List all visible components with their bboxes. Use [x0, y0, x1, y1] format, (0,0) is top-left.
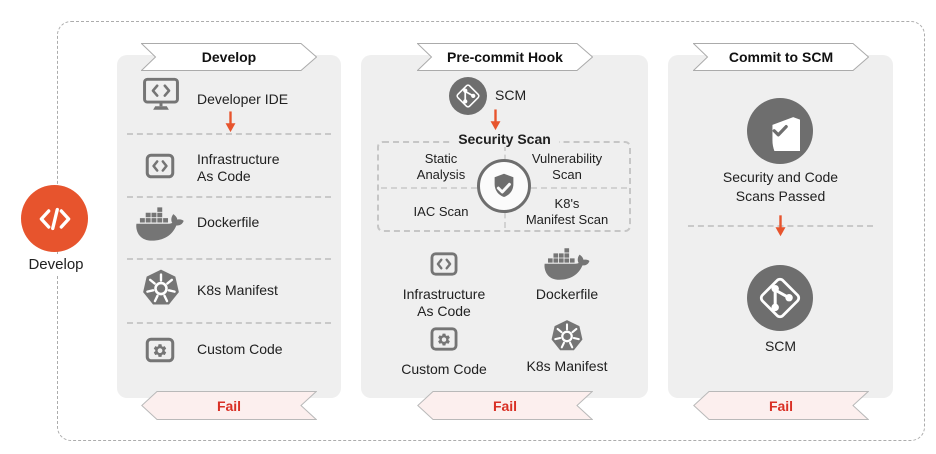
fail-label: Fail — [216, 397, 242, 414]
fail-banner-commit: Fail — [693, 391, 869, 420]
dashed-separator — [127, 196, 331, 198]
k8s-manifest-icon — [548, 317, 586, 355]
panel-precommit-hook: SCM Security Scan Static Analysis Vulner… — [361, 55, 648, 398]
stage-banner-title: Commit to SCM — [728, 49, 834, 65]
scm-label: SCM — [764, 338, 797, 354]
scan-quadrant: IAC Scan — [413, 204, 469, 219]
stage-banner-commit-to-scm: Commit to SCM — [693, 43, 869, 71]
dashed-separator — [127, 322, 331, 324]
scm-git-icon — [747, 265, 813, 331]
item-label: K8s Manifest — [197, 282, 278, 298]
artifact-custom-code: Custom Code — [379, 319, 509, 378]
dockerfile-icon — [544, 246, 590, 282]
fail-banner-develop: Fail — [141, 391, 317, 420]
arrow-down-icon — [224, 111, 237, 133]
scans-passed-badge — [747, 98, 813, 164]
item-label: Infrastructure As Code — [197, 151, 280, 184]
k8s-manifest-icon — [139, 266, 183, 310]
item-label: Custom Code — [197, 341, 283, 357]
scm-git-icon — [449, 77, 487, 115]
develop-entry-label: Develop — [4, 254, 108, 275]
artifact-label: K8s Manifest — [526, 358, 608, 374]
artifact-dockerfile: Dockerfile — [502, 244, 632, 303]
scan-quadrant: Static Analysis — [416, 151, 466, 182]
stage-banner-title: Develop — [201, 49, 257, 65]
develop-entry-circle — [21, 185, 88, 252]
scans-passed-label: Security and Code Scans Passed — [722, 169, 839, 204]
artifact-label: Dockerfile — [535, 286, 599, 302]
stage-banner-precommit-hook: Pre-commit Hook — [417, 43, 593, 71]
arrow-down-icon — [489, 109, 502, 131]
dashed-separator — [127, 133, 331, 135]
artifact-label: Custom Code — [401, 361, 487, 377]
dockerfile-icon — [134, 205, 186, 243]
scan-quadrant: Vulnerability Scan — [531, 151, 603, 182]
stage-banner-develop: Develop — [141, 43, 317, 71]
panel-commit-to-scm: Security and Code Scans Passed SCM — [668, 55, 893, 398]
artifact-infrastructure-as-code: Infrastructure As Code — [379, 244, 509, 320]
dashed-separator — [127, 258, 331, 260]
custom-code-icon — [427, 322, 461, 356]
fail-label: Fail — [768, 397, 794, 414]
fail-label: Fail — [492, 397, 518, 414]
item-label: Dockerfile — [197, 214, 260, 230]
scm-label: SCM — [495, 87, 527, 103]
arrow-down-icon — [774, 207, 787, 245]
scan-quadrant: K8's Manifest Scan — [525, 196, 609, 227]
artifact-k8s-manifest: K8s Manifest — [502, 316, 632, 375]
security-scan-shield-badge — [477, 159, 531, 213]
stage-banner-title: Pre-commit Hook — [447, 49, 563, 65]
artifact-label: Infrastructure As Code — [402, 286, 486, 319]
security-scan-title: Security Scan — [361, 131, 648, 149]
infrastructure-as-code-icon — [427, 247, 461, 281]
panel-develop: Developer IDE Infrastructure As Code Doc… — [117, 55, 341, 398]
shield-check-icon — [760, 111, 800, 151]
item-label: Developer IDE — [197, 91, 289, 107]
infrastructure-as-code-icon — [140, 148, 180, 184]
code-icon — [34, 198, 76, 240]
shield-check-icon — [489, 171, 519, 201]
custom-code-icon — [141, 332, 179, 368]
developer-ide-icon — [137, 73, 185, 115]
fail-banner-precommit: Fail — [417, 391, 593, 420]
